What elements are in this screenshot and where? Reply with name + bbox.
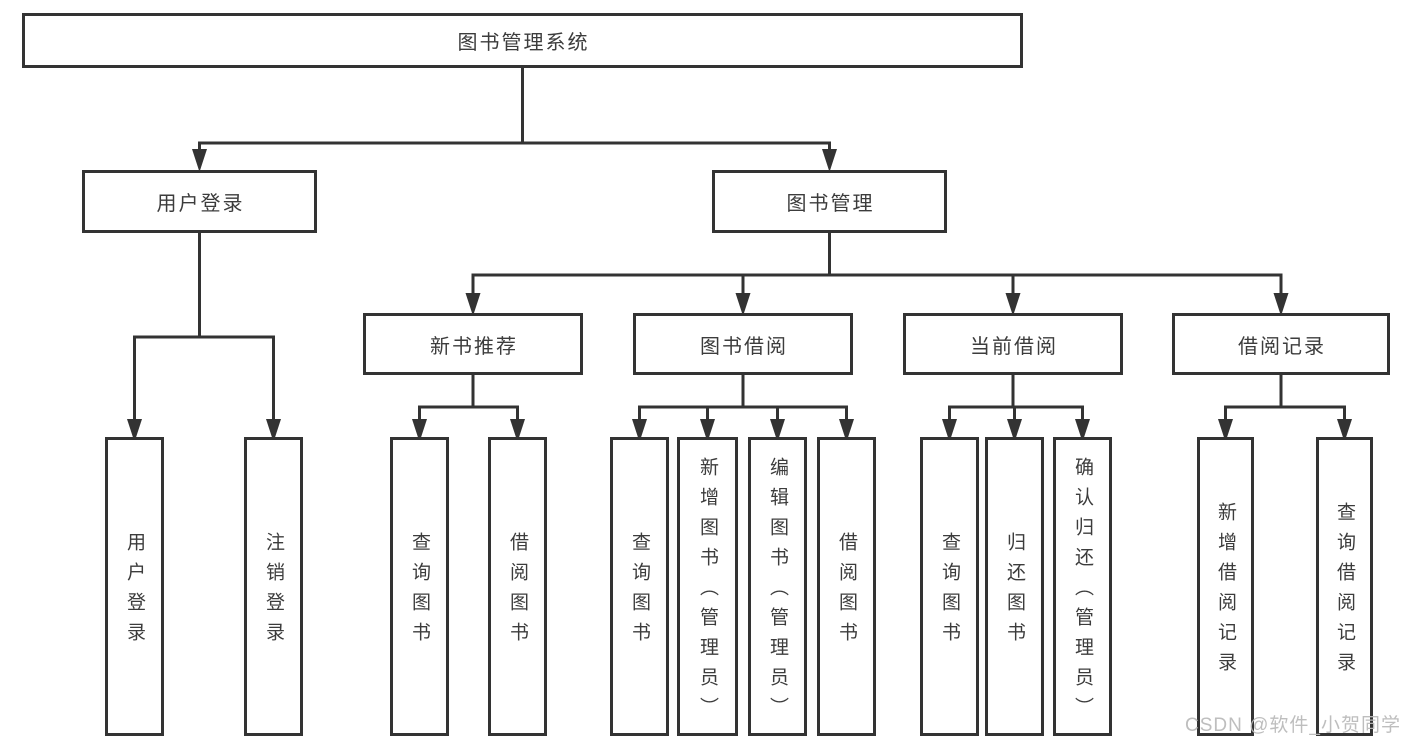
node-user-login-label: 用户登录 <box>156 193 245 215</box>
node-leaf-search-books: 查询图书 <box>610 437 669 736</box>
node-borrowing-records-label: 借阅记录 <box>1238 335 1326 358</box>
node-book-management: 图书管理 <box>712 170 947 233</box>
node-leaf-confirm-return-admin-label: 确认归还（管理员） <box>1072 457 1093 727</box>
csdn-watermark: CSDN @软件_小贺同学 <box>1185 715 1401 736</box>
node-leaf-borrow-books-recommend-label: 借阅图书 <box>507 532 528 652</box>
node-leaf-search-books-label: 查询图书 <box>629 532 650 652</box>
node-leaf-add-borrow-record: 新增借阅记录 <box>1197 437 1254 736</box>
node-book-borrowing-label: 图书借阅 <box>700 335 788 358</box>
node-leaf-search-current: 查询图书 <box>920 437 979 736</box>
node-leaf-add-borrow-record-label: 新增借阅记录 <box>1215 502 1236 682</box>
node-leaf-borrow-books: 借阅图书 <box>817 437 876 736</box>
node-book-borrowing: 图书借阅 <box>633 313 853 375</box>
node-leaf-search-current-label: 查询图书 <box>939 532 960 652</box>
node-leaf-borrow-books-label: 借阅图书 <box>836 532 857 652</box>
node-leaf-add-books-admin-label: 新增图书（管理员） <box>697 457 718 727</box>
node-leaf-search-books-recommend-label: 查询图书 <box>409 532 430 652</box>
node-leaf-return-books-label: 归还图书 <box>1004 532 1025 652</box>
node-leaf-user-login-label: 用户登录 <box>124 532 145 652</box>
node-leaf-add-books-admin: 新增图书（管理员） <box>677 437 738 736</box>
node-new-book-recommend-label: 新书推荐 <box>430 335 518 358</box>
node-leaf-return-books: 归还图书 <box>985 437 1044 736</box>
node-leaf-borrow-books-recommend: 借阅图书 <box>488 437 547 736</box>
node-new-book-recommend: 新书推荐 <box>363 313 583 375</box>
node-leaf-edit-books-admin-label: 编辑图书（管理员） <box>767 457 788 727</box>
node-leaf-logout: 注销登录 <box>244 437 303 736</box>
node-current-borrowing-label: 当前借阅 <box>970 335 1058 358</box>
node-library-system-label: 图书管理系统 <box>457 32 590 54</box>
arrowheads <box>127 149 1352 442</box>
node-leaf-search-borrow-record: 查询借阅记录 <box>1316 437 1373 736</box>
node-leaf-user-login: 用户登录 <box>105 437 164 736</box>
node-borrowing-records: 借阅记录 <box>1172 313 1390 375</box>
node-leaf-edit-books-admin: 编辑图书（管理员） <box>748 437 807 736</box>
node-leaf-search-books-recommend: 查询图书 <box>390 437 449 736</box>
node-user-login: 用户登录 <box>82 170 317 233</box>
node-leaf-logout-label: 注销登录 <box>263 532 284 652</box>
node-leaf-confirm-return-admin: 确认归还（管理员） <box>1053 437 1112 736</box>
node-library-system: 图书管理系统 <box>22 13 1023 68</box>
node-leaf-search-borrow-record-label: 查询借阅记录 <box>1334 502 1355 682</box>
node-book-management-label: 图书管理 <box>786 193 875 215</box>
node-current-borrowing: 当前借阅 <box>903 313 1123 375</box>
